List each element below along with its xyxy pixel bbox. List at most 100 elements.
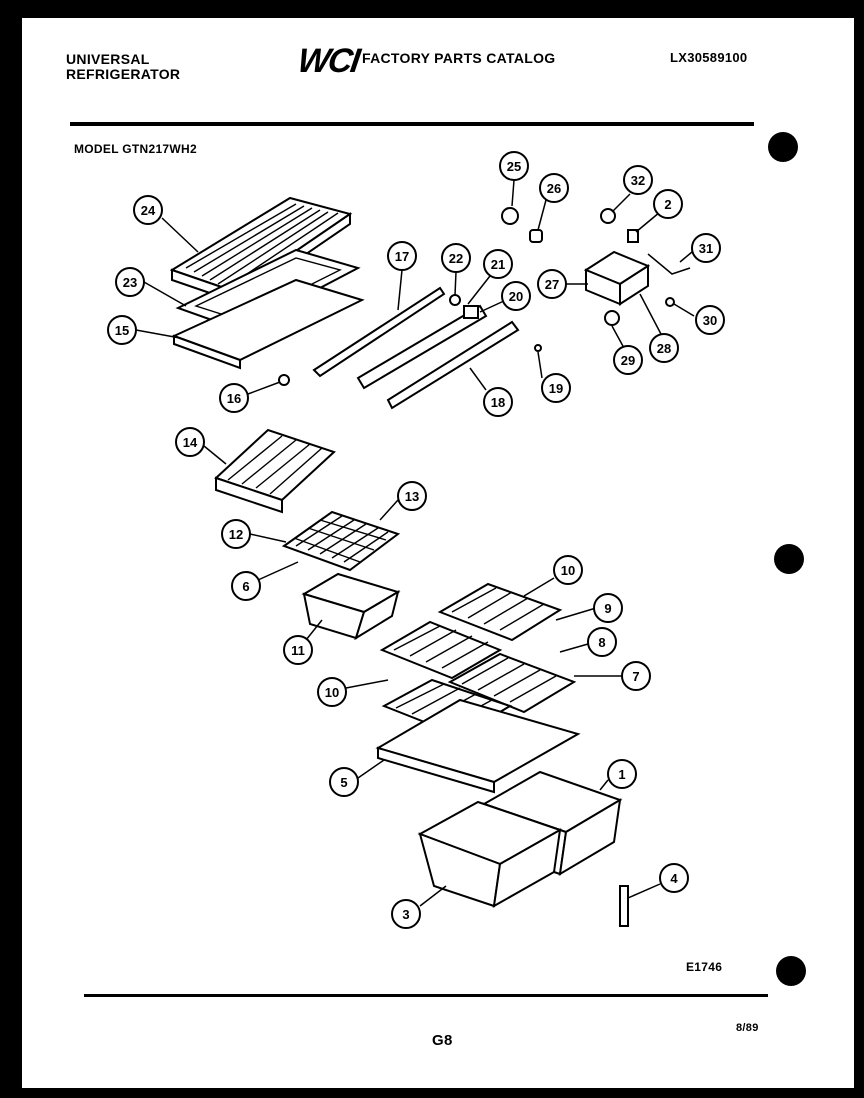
- binder-hole-bottom: [776, 956, 806, 986]
- callout-1: 1: [607, 759, 637, 789]
- svg-text:12: 12: [229, 527, 243, 542]
- catalog-page: UNIVERSAL REFRIGERATOR WCI FACTORY PARTS…: [22, 18, 854, 1088]
- bottom-rule: [84, 994, 768, 997]
- callout-29: 29: [613, 345, 643, 375]
- part-bracket: [463, 305, 479, 319]
- part-damper: [604, 310, 620, 326]
- callout-24: 24: [133, 195, 163, 225]
- svg-text:25: 25: [507, 159, 521, 174]
- callout-7: 7: [621, 661, 651, 691]
- callout-17: 17: [387, 241, 417, 271]
- brand-line-1: UNIVERSAL: [66, 51, 150, 67]
- callout-21: 21: [483, 249, 513, 279]
- svg-text:10: 10: [325, 685, 339, 700]
- svg-text:8: 8: [598, 635, 605, 650]
- svg-text:10: 10: [561, 563, 575, 578]
- svg-text:19: 19: [549, 381, 563, 396]
- callout-16: 16: [219, 383, 249, 413]
- callout-13: 13: [397, 481, 427, 511]
- callout-28: 28: [649, 333, 679, 363]
- model-label: MODEL GTN217WH2: [74, 142, 197, 156]
- svg-text:30: 30: [703, 313, 717, 328]
- part-wire-rack: [214, 428, 336, 514]
- callout-26: 26: [539, 173, 569, 203]
- callout-11: 11: [283, 635, 313, 665]
- svg-text:2: 2: [664, 197, 671, 212]
- part-screw-small: [665, 297, 675, 307]
- svg-text:21: 21: [491, 257, 505, 272]
- callout-15: 15: [107, 315, 137, 345]
- callout-8: 8: [587, 627, 617, 657]
- callout-30: 30: [695, 305, 725, 335]
- callout-9: 9: [593, 593, 623, 623]
- svg-text:1: 1: [618, 767, 625, 782]
- callout-6: 6: [231, 571, 261, 601]
- callout-22: 22: [441, 243, 471, 273]
- svg-text:26: 26: [547, 181, 561, 196]
- callout-31: 31: [691, 233, 721, 263]
- svg-text:4: 4: [670, 871, 678, 886]
- part-wire: [647, 253, 691, 275]
- part-switch: [627, 229, 639, 243]
- part-clip: [534, 344, 542, 352]
- part-screw: [278, 374, 290, 386]
- leader-lines: [135, 179, 695, 907]
- svg-text:11: 11: [291, 643, 305, 658]
- top-rule: [70, 122, 754, 126]
- svg-text:9: 9: [604, 601, 611, 616]
- svg-text:24: 24: [141, 203, 156, 218]
- callout-14: 14: [175, 427, 205, 457]
- svg-text:3: 3: [402, 907, 409, 922]
- part-rail-left: [312, 286, 446, 378]
- part-control-knob: [600, 208, 616, 224]
- part-rail-right: [386, 320, 520, 410]
- svg-text:28: 28: [657, 341, 671, 356]
- part-shelf-upper-left: [379, 620, 503, 680]
- callout-27: 27: [537, 269, 567, 299]
- catalog-code: LX30589100: [670, 50, 748, 65]
- callout-10-upper: 10: [553, 555, 583, 585]
- svg-text:14: 14: [183, 435, 198, 450]
- part-nut: [449, 294, 461, 306]
- svg-text:22: 22: [449, 251, 463, 266]
- callout-18: 18: [483, 387, 513, 417]
- brand-label: UNIVERSAL REFRIGERATOR: [66, 52, 180, 82]
- part-rail-support: [356, 304, 488, 390]
- svg-text:17: 17: [395, 249, 409, 264]
- part-crisper-pan-right-side: [558, 798, 622, 876]
- binder-hole-middle: [774, 544, 804, 574]
- svg-text:27: 27: [545, 277, 559, 292]
- svg-text:18: 18: [491, 395, 505, 410]
- callout-19: 19: [541, 373, 571, 403]
- brand-line-2: REFRIGERATOR: [66, 66, 181, 82]
- callout-25: 25: [499, 151, 529, 181]
- svg-text:7: 7: [632, 669, 639, 684]
- svg-text:15: 15: [115, 323, 129, 338]
- callout-5: 5: [329, 767, 359, 797]
- part-knob: [501, 207, 519, 225]
- callout-20: 20: [501, 281, 531, 311]
- part-grille-mesh: [293, 515, 389, 563]
- binder-hole-top: [768, 132, 798, 162]
- svg-text:13: 13: [405, 489, 419, 504]
- svg-text:29: 29: [621, 353, 635, 368]
- svg-text:5: 5: [340, 775, 347, 790]
- part-knob-shaft: [529, 229, 543, 243]
- part-glass-edge: [173, 334, 241, 370]
- callout-3: 3: [391, 899, 421, 929]
- catalog-title: FACTORY PARTS CATALOG: [362, 50, 556, 66]
- callout-10-lower: 10: [317, 677, 347, 707]
- svg-text:23: 23: [123, 275, 137, 290]
- svg-text:20: 20: [509, 289, 523, 304]
- part-small-drawer-side: [354, 589, 400, 641]
- svg-text:32: 32: [631, 173, 645, 188]
- part-divider-post: [619, 885, 629, 927]
- callout-32: 32: [623, 165, 653, 195]
- part-shelf-upper-right: [437, 582, 563, 642]
- callout-4: 4: [659, 863, 689, 893]
- svg-text:6: 6: [242, 579, 249, 594]
- callout-2: 2: [653, 189, 683, 219]
- part-control-housing-side: [619, 264, 649, 306]
- callout-23: 23: [115, 267, 145, 297]
